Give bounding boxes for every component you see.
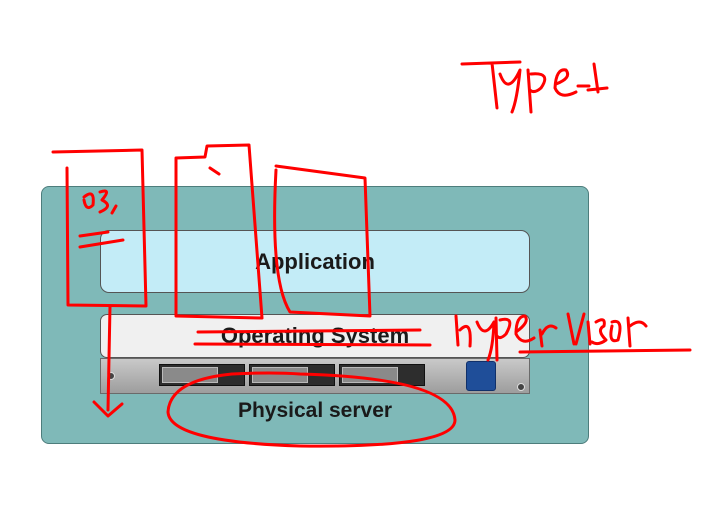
application-label: Application [255,248,375,274]
server-led-icon [517,383,525,391]
server-led-icon [107,372,115,380]
drive-bay-icon [339,364,425,386]
annotation-type-1-stroke [460,60,609,114]
application-layer: Application [100,230,530,293]
physical-server-label: Physical server [237,399,393,422]
operating-system-label: Operating System [220,323,410,348]
physical-server-chassis [100,358,530,394]
drive-bay-icon [159,364,245,386]
power-button-icon [466,361,496,391]
operating-system-layer: Operating System [100,314,530,358]
drive-bay-icon [249,364,335,386]
